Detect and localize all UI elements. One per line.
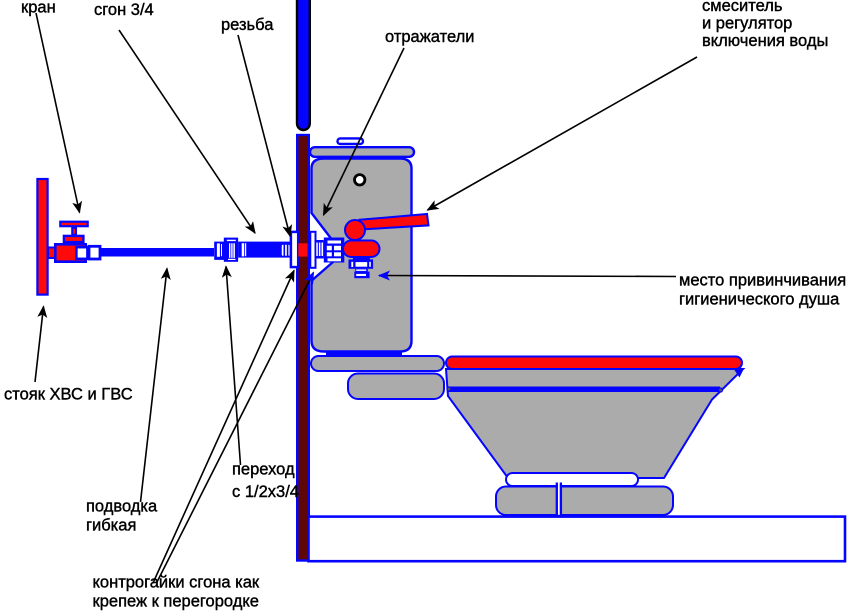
svg-text:кран: кран [21, 0, 56, 17]
svg-text:гибкая: гибкая [86, 517, 136, 535]
svg-text:смеситель: смеситель [702, 0, 782, 15]
svg-text:контрогайки сгона как: контрогайки сгона как [93, 574, 260, 592]
svg-text:переход: переход [232, 461, 295, 479]
svg-text:отражатели: отражатели [385, 28, 474, 46]
svg-text:подводка: подводка [86, 498, 158, 516]
svg-text:сгон 3/4: сгон 3/4 [94, 1, 154, 19]
svg-text:стояк ХВС и ГВС: стояк ХВС и ГВС [4, 386, 133, 404]
svg-text:включения воды: включения воды [702, 32, 828, 50]
svg-text:крепеж к перегородке: крепеж к перегородке [93, 593, 259, 611]
svg-text:и регулятор: и регулятор [702, 15, 792, 33]
svg-text:с 1/2x3/4: с 1/2x3/4 [232, 483, 299, 501]
svg-text:резьба: резьба [221, 16, 274, 34]
svg-text:место привинчивания: место привинчивания [679, 272, 846, 290]
svg-text:гигиенического душа: гигиенического душа [679, 291, 840, 309]
